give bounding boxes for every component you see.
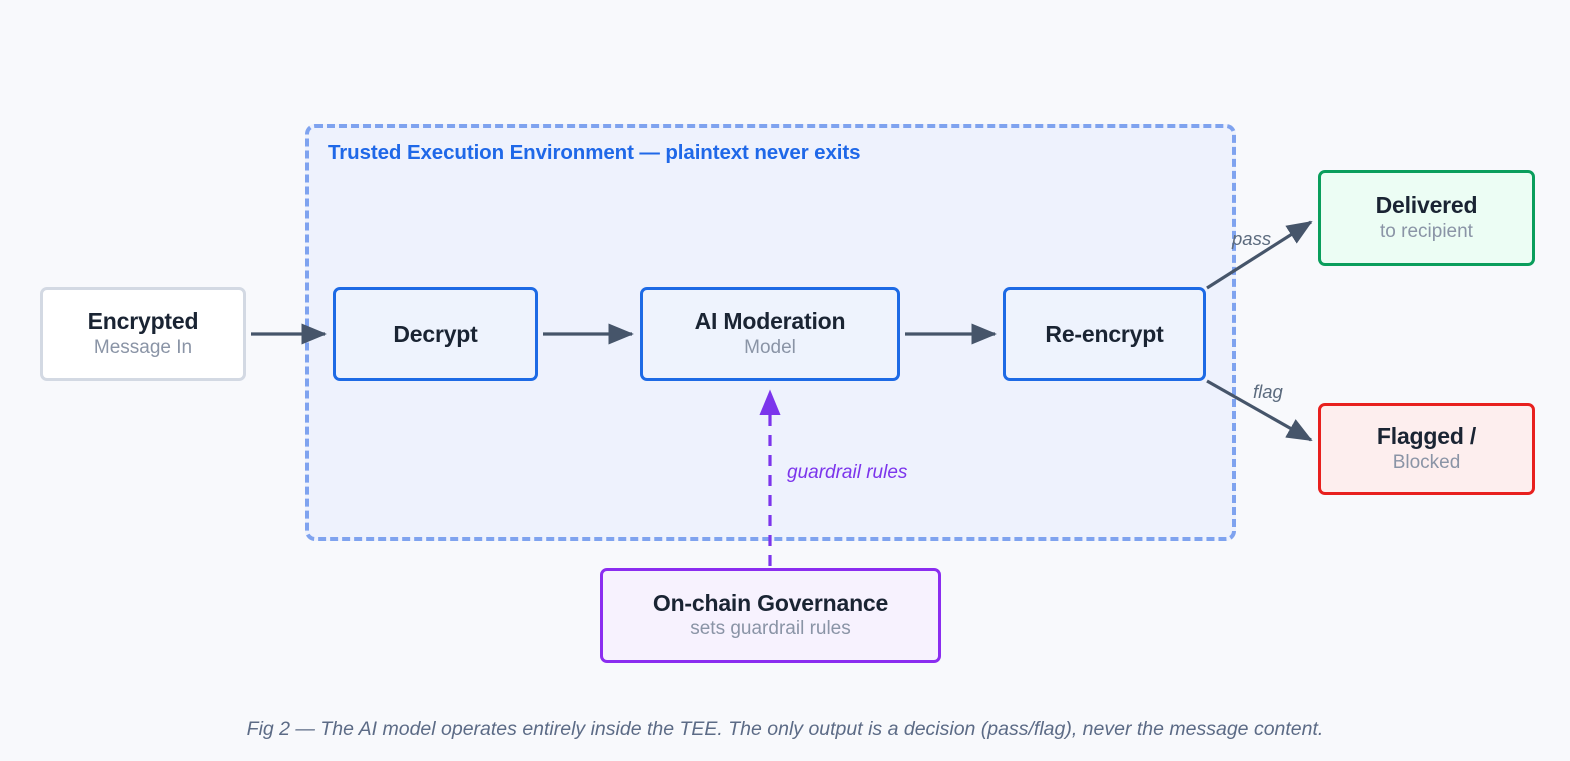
node-decrypt[interactable]: Decrypt: [333, 287, 538, 381]
figure-caption: Fig 2 — The AI model operates entirely i…: [246, 718, 1324, 740]
node-ai-moderation[interactable]: AI Moderation Model: [640, 287, 900, 381]
node-re-encrypt-title: Re-encrypt: [1045, 320, 1164, 347]
node-flagged[interactable]: Flagged / Blocked: [1318, 403, 1535, 495]
node-delivered-title: Delivered: [1375, 192, 1478, 219]
node-decrypt-title: Decrypt: [393, 320, 478, 347]
edge-label-flag: flag: [1253, 381, 1283, 402]
node-encrypted[interactable]: Encrypted Message In: [40, 287, 246, 381]
node-encrypted-subtitle: Message In: [93, 336, 193, 358]
node-re-encrypt[interactable]: Re-encrypt: [1003, 287, 1206, 381]
node-delivered[interactable]: Delivered to recipient: [1318, 170, 1535, 266]
tee-title-label: Trusted Execution Environment — plaintex…: [328, 141, 861, 164]
edge-label-guardrail-rules: guardrail rules: [787, 462, 908, 483]
node-encrypted-title: Encrypted: [87, 308, 199, 335]
node-ai-moderation-title: AI Moderation: [694, 308, 846, 335]
node-ai-moderation-subtitle: Model: [744, 336, 796, 358]
node-delivered-subtitle: to recipient: [1380, 220, 1473, 242]
node-flagged-subtitle: Blocked: [1392, 451, 1461, 473]
node-on-chain-governance-title: On-chain Governance: [652, 589, 889, 616]
node-on-chain-governance-subtitle: sets guardrail rules: [690, 618, 851, 640]
node-flagged-title: Flagged /: [1376, 423, 1477, 450]
edge-label-pass: pass: [1232, 228, 1272, 249]
node-on-chain-governance[interactable]: On-chain Governance sets guardrail rules: [600, 568, 941, 663]
